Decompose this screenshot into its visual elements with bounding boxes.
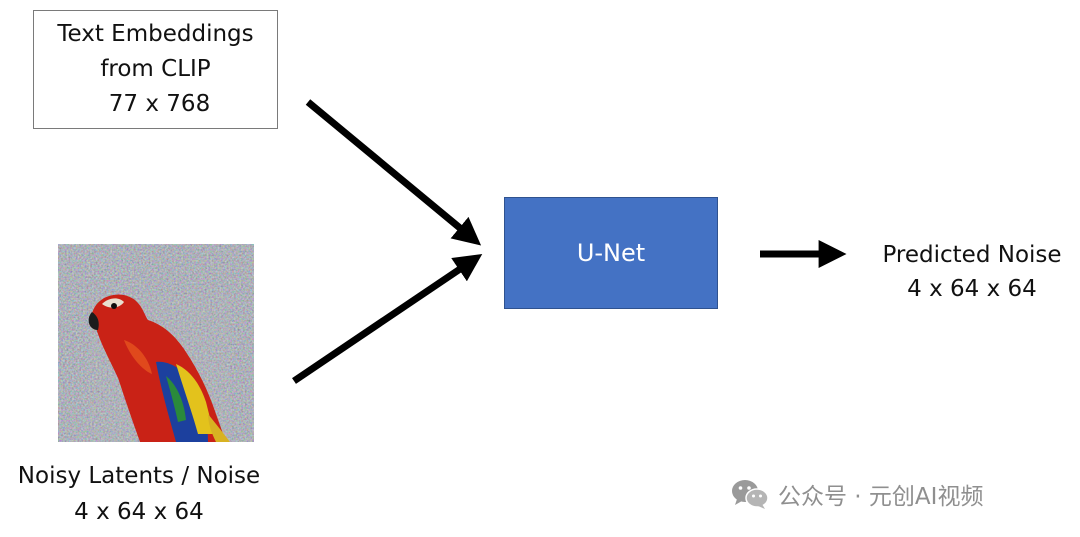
text-embeddings-source: from CLIP [100,56,211,82]
text-embeddings-shape: 77 x 768 [108,91,211,117]
noisy-parrot-image [58,244,254,442]
wechat-icon [732,480,769,509]
unet-label: U-Net [576,239,646,267]
watermark-text: 公众号 · 元创AI视频 [778,484,984,510]
noisy-latents-title: Noisy Latents / Noise [17,463,261,489]
text-embeddings-title: Text Embeddings [57,21,254,47]
unet-block: U-Net [504,197,718,309]
predicted-noise-label: Predicted Noise 4 x 64 x 64 [862,238,1080,306]
predicted-noise-shape: 4 x 64 x 64 [907,276,1037,302]
arrow-text-to-unet [305,99,482,246]
watermark: 公众号 · 元创AI视频 [730,474,983,514]
noisy-latents-label: Noisy Latents / Noise 4 x 64 x 64 [0,458,278,530]
text-embeddings-box: Text Embeddings from CLIP 77 x 768 [33,10,278,129]
predicted-noise-title: Predicted Noise [882,242,1062,268]
noisy-latents-shape: 4 x 64 x 64 [74,499,204,525]
arrow-latent-to-unet [292,254,483,384]
